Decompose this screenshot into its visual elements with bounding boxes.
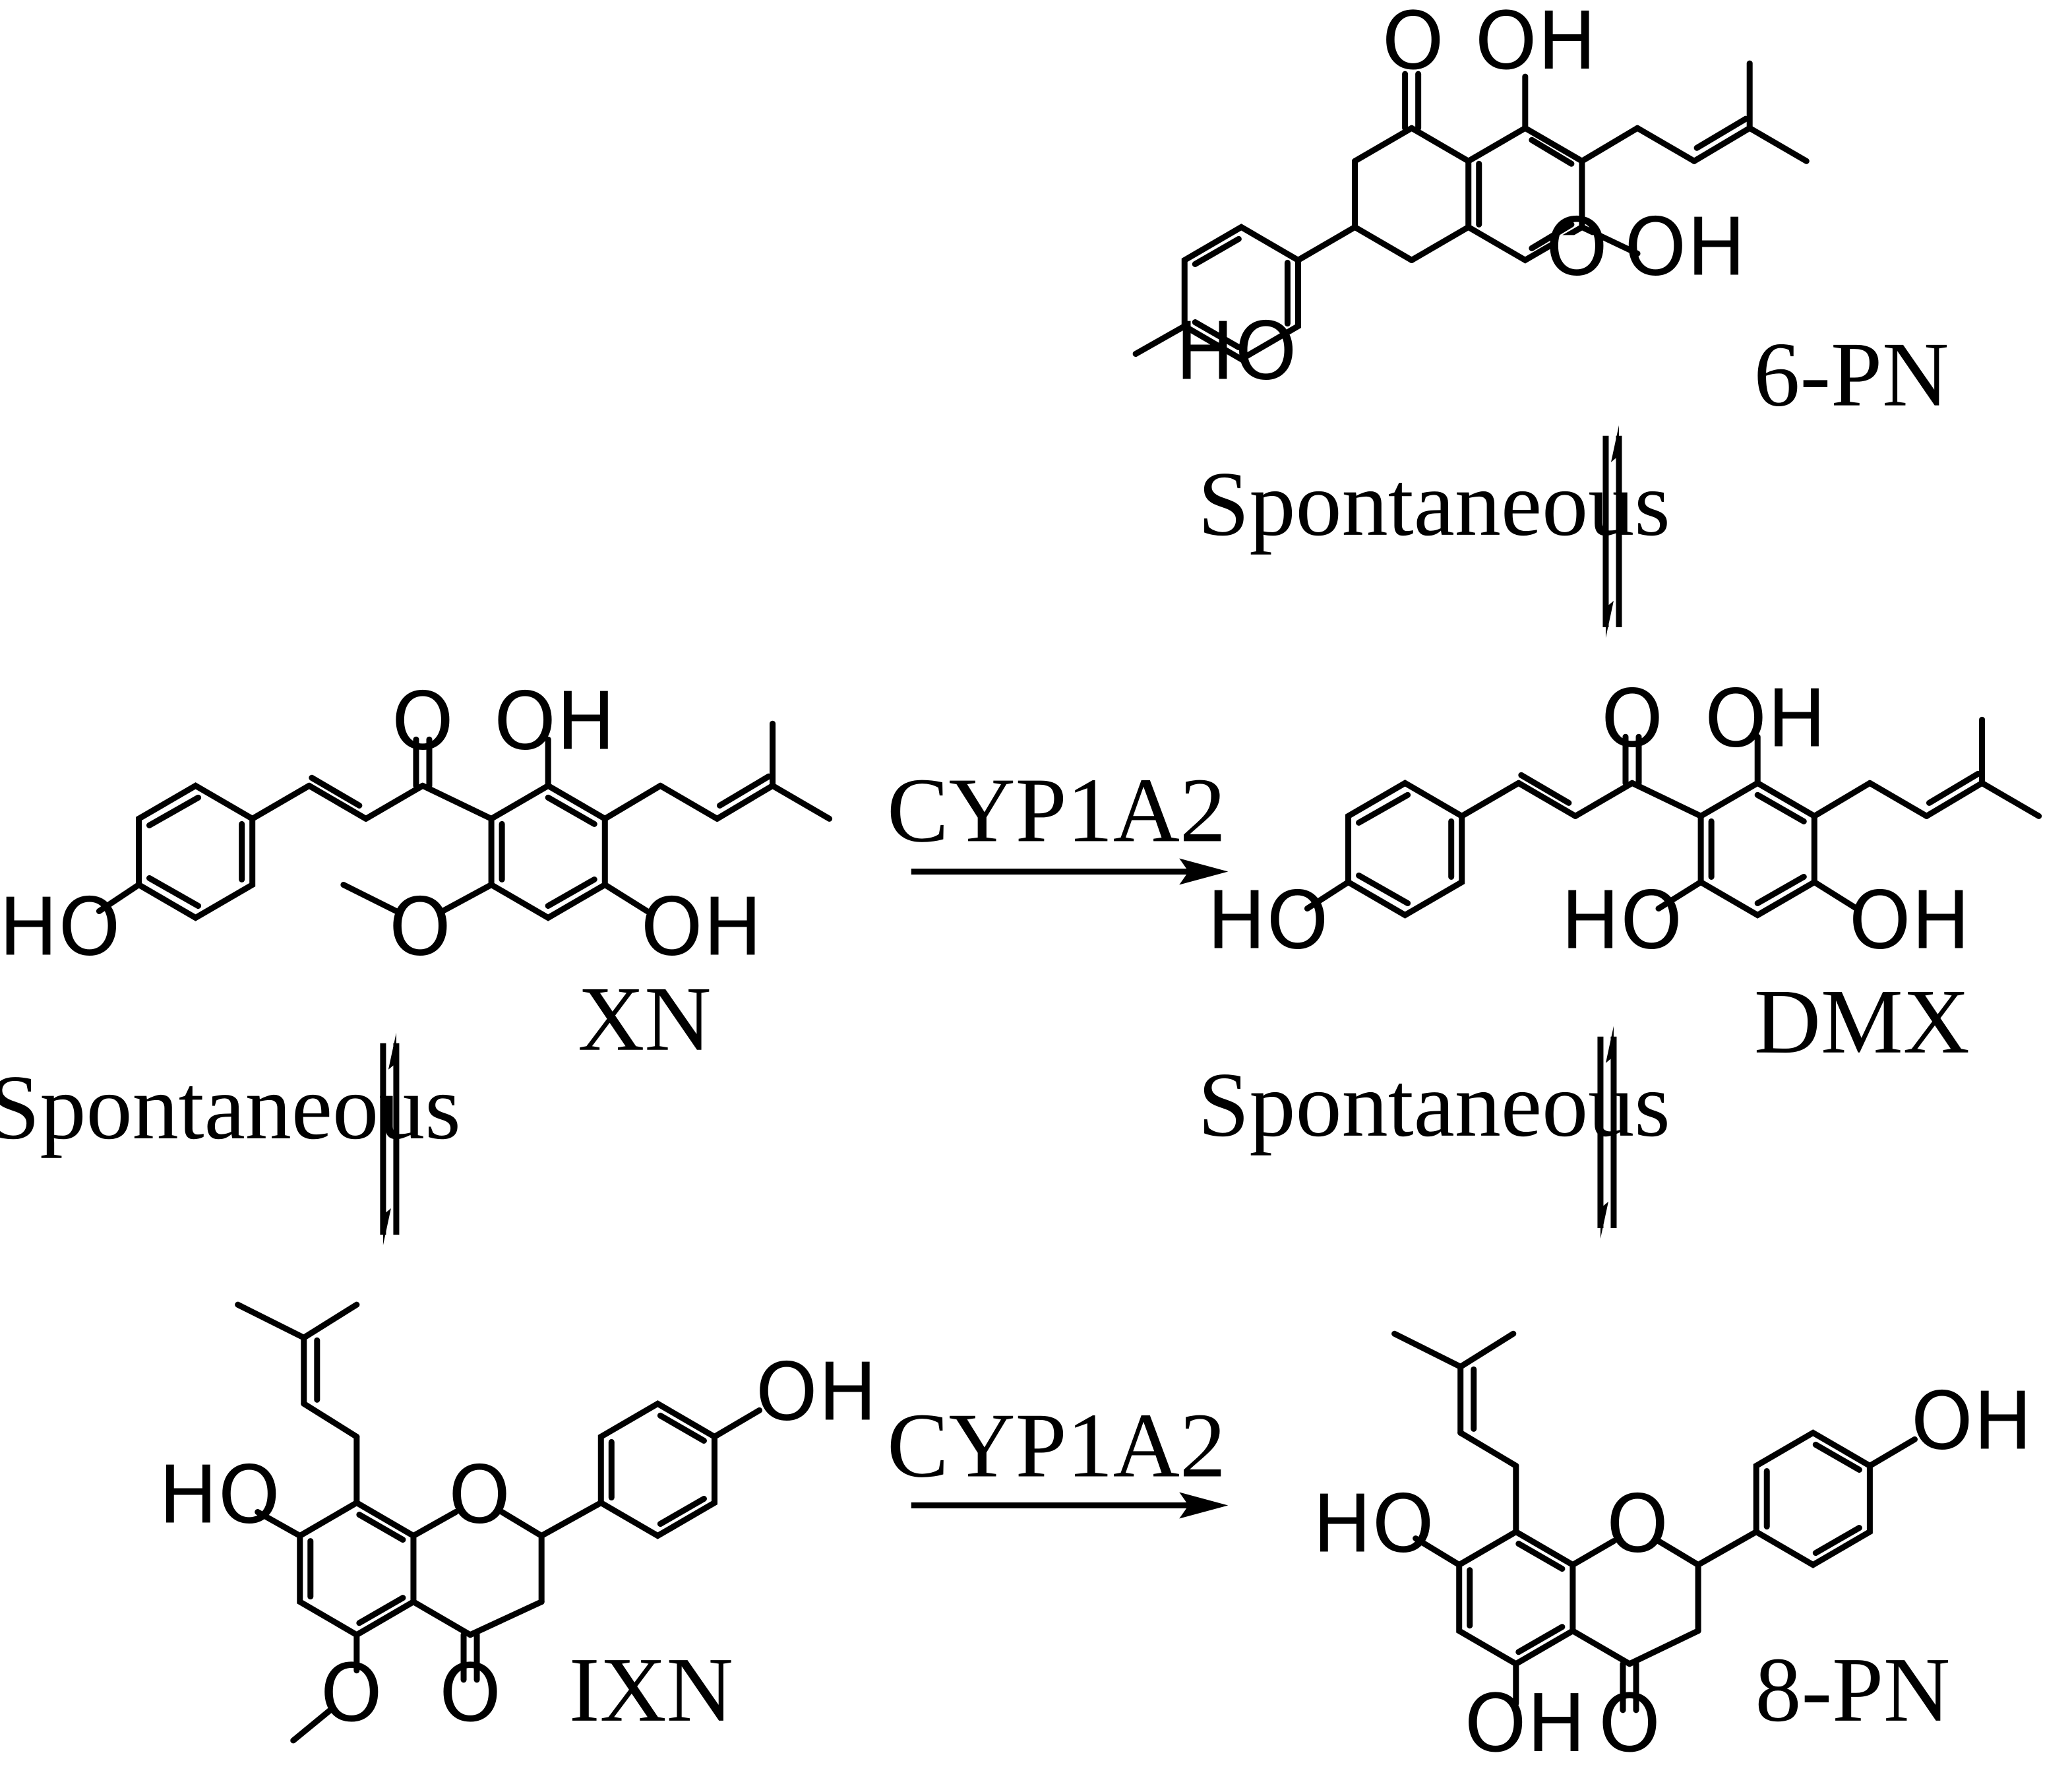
- compound-label-xn: XN: [578, 968, 711, 1070]
- condition-spontaneous: Spontaneous: [1198, 1054, 1670, 1156]
- atom-oh: OH: [1624, 201, 1746, 293]
- arrow-ixn-to-8pn: [911, 1492, 1229, 1519]
- atom-oh: OH: [1910, 1375, 2032, 1467]
- atom-o: O: [1382, 0, 1444, 88]
- atom-o: O: [392, 675, 454, 768]
- atom-oh: OH: [640, 882, 762, 974]
- structure-ixn: [235, 1301, 763, 1744]
- atom-ho: HO: [1561, 875, 1683, 968]
- atom-ho: HO: [1312, 1479, 1434, 1571]
- atom-oh: OH: [494, 675, 616, 768]
- atom-oh: OH: [1848, 875, 1970, 968]
- compound-label-dmx: DMX: [1754, 971, 1970, 1073]
- atom-o: O: [439, 1648, 502, 1740]
- condition-cyp1a2: CYP1A2: [887, 759, 1226, 861]
- atom-o: O: [1606, 1479, 1669, 1571]
- structure-dmx: [1304, 716, 2042, 919]
- atom-oh: OH: [1705, 673, 1827, 765]
- condition-cyp1a2: CYP1A2: [887, 1394, 1226, 1496]
- atom-oh: OH: [1475, 0, 1597, 88]
- structure-xn: [96, 720, 833, 921]
- condition-spontaneous: Spontaneous: [0, 1057, 461, 1159]
- structure-6-pn: [1132, 60, 1810, 363]
- atom-ho: HO: [1175, 306, 1297, 398]
- compound-label-ixn: IXN: [569, 1639, 733, 1741]
- atom-ho: HO: [1207, 875, 1329, 968]
- atom-o: O: [1601, 673, 1664, 765]
- atom-o: O: [448, 1450, 511, 1542]
- condition-spontaneous: Spontaneous: [1198, 453, 1670, 555]
- atom-o: O: [389, 882, 452, 974]
- atom-oh: OH: [756, 1346, 878, 1438]
- arrow-xn-to-dmx: [911, 858, 1229, 885]
- atom-oh: OH: [1464, 1678, 1586, 1770]
- structure-8-pn: [1391, 1330, 1918, 1713]
- compound-label-6-pn: 6-PN: [1753, 324, 1949, 426]
- compound-label-8-pn: 8-PN: [1755, 1639, 1950, 1741]
- atom-ho: HO: [0, 882, 121, 974]
- atom-o: O: [1599, 1678, 1661, 1770]
- atom-ho: HO: [158, 1450, 280, 1542]
- atom-o: O: [320, 1648, 383, 1740]
- atom-o: O: [1546, 201, 1608, 293]
